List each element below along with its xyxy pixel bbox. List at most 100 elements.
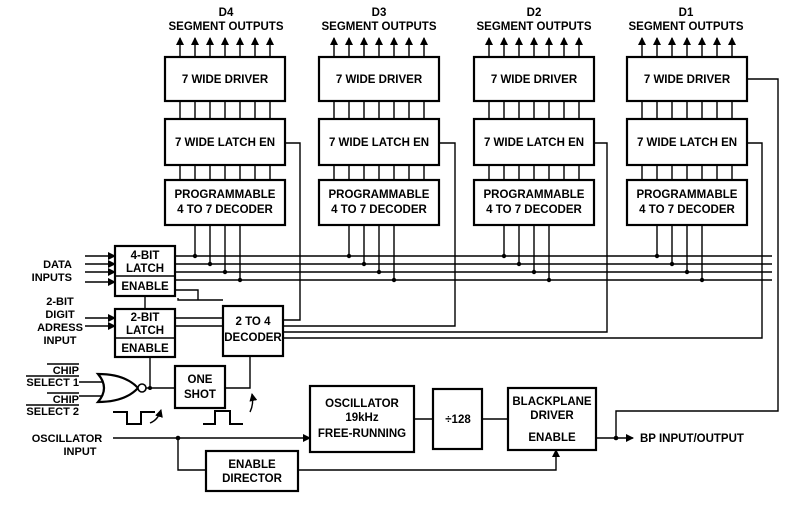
osc-input-label-line1: OSCILLATOR [32, 433, 103, 445]
one-shot-box [173, 364, 227, 410]
enable-director-label-line2: DIRECTOR [222, 473, 283, 485]
enable-director-label-line1: ENABLE [228, 459, 276, 471]
digit-column-d1: D1 SEGMENT OUTPUTS 7 WIDE DRIVER 7 WIDE … [625, 7, 749, 280]
decoder-label-line2: 4 TO 7 DECODER [486, 204, 582, 216]
cs2-label-line1: CHIP [53, 394, 79, 406]
oscillator-box [308, 384, 416, 454]
junction-dot [501, 253, 507, 259]
two-to-four-decoder-box [221, 304, 285, 358]
seven-wide-latch-box [317, 117, 441, 167]
latch-label: 7 WIDE LATCH EN [175, 137, 275, 149]
latch-label: 7 WIDE LATCH EN [329, 137, 429, 149]
decoder-label-line2: 4 TO 7 DECODER [331, 204, 427, 216]
decoder-label-line1: PROGRAMMABLE [484, 189, 585, 201]
latch4-enable-label: ENABLE [121, 281, 169, 293]
osc-input-label-line2: INPUT [64, 446, 97, 458]
data-inputs-label-line2: INPUTS [32, 272, 72, 284]
driver-label: 7 WIDE DRIVER [182, 74, 269, 86]
seven-wide-driver-box [163, 55, 287, 103]
programmable-decoder-box [625, 178, 749, 227]
enable-director: ENABLE DIRECTOR [204, 449, 300, 493]
latch-label: 7 WIDE LATCH EN [484, 137, 584, 149]
driver-label: 7 WIDE DRIVER [644, 74, 731, 86]
driver-label: 7 WIDE DRIVER [336, 74, 423, 86]
cs1-label-line1: CHIP [53, 365, 79, 377]
oscillator-label-line3: FREE-RUNNING [318, 428, 406, 440]
nor-gate [95, 372, 147, 404]
one-shot-label-line2: SHOT [184, 389, 216, 401]
junction-dot [222, 269, 228, 275]
bus-junction-dots [192, 253, 705, 283]
cs1-label-line2: SELECT 1 [26, 377, 79, 389]
digit-label: D3 [372, 7, 387, 19]
cs2-label-line2: SELECT 2 [26, 406, 79, 418]
programmable-decoder-box [472, 178, 596, 227]
segment-outputs-label: SEGMENT OUTPUTS [628, 21, 743, 33]
digit-column-d3: D3 SEGMENT OUTPUTS 7 WIDE DRIVER 7 WIDE … [317, 7, 441, 280]
junction-dot [207, 261, 213, 267]
two-bit-latch-box [113, 307, 177, 359]
junction-dot [148, 386, 152, 390]
segment-output-arrows [330, 37, 428, 57]
divider-block: ÷128 [431, 387, 484, 451]
segment-output-arrows [638, 37, 736, 57]
latch-to-decoder-lines [175, 317, 223, 327]
decoder24-label-line1: 2 TO 4 [236, 316, 272, 328]
junction-dot [516, 261, 522, 267]
data-bus-lines [175, 255, 772, 281]
nor-gate-body [95, 372, 140, 404]
four-bit-latch: 4-BIT LATCH ENABLE [113, 244, 177, 298]
digit-enable-lines [283, 142, 763, 339]
latch-label: 7 WIDE LATCH EN [637, 137, 737, 149]
segment-outputs-label: SEGMENT OUTPUTS [168, 21, 283, 33]
programmable-decoder-box [317, 178, 441, 227]
seven-wide-driver-box [472, 55, 596, 103]
digit-column-d2: D2 SEGMENT OUTPUTS 7 WIDE DRIVER 7 WIDE … [472, 7, 596, 280]
one-shot-label-line1: ONE [188, 374, 213, 386]
backplane-label-line2: DRIVER [530, 410, 574, 422]
junction-dot [376, 269, 382, 275]
seven-wide-latch-box [625, 117, 749, 167]
backplane-enable-label: ENABLE [528, 432, 576, 444]
junction-dot [669, 261, 675, 267]
junction-dot [346, 253, 352, 259]
junction-dot [361, 261, 367, 267]
nor-gate-bubble [137, 383, 147, 393]
backplane-label-line1: BLACKPLANE [512, 396, 592, 408]
positive-pulse-waveform [203, 393, 258, 425]
bp-output-label: BP INPUT/OUTPUT [640, 433, 744, 445]
latch2-label-line1: 2-BIT [131, 312, 160, 324]
data-inputs-label-line1: DATA [43, 259, 72, 271]
seven-wide-driver-box [317, 55, 441, 103]
one-shot: ONE SHOT [173, 364, 227, 410]
decoder-label-line1: PROGRAMMABLE [329, 189, 430, 201]
oscillator-label-line2: 19kHz [345, 412, 378, 424]
segment-outputs-label: SEGMENT OUTPUTS [321, 21, 436, 33]
segment-bus-lines [641, 101, 733, 280]
address-label-line1: 2-BIT [46, 296, 74, 308]
decoder-label-line2: 4 TO 7 DECODER [639, 204, 735, 216]
latch2-enable-label: ENABLE [121, 343, 169, 355]
two-bit-latch: 2-BIT LATCH ENABLE [113, 307, 177, 359]
address-label-line2: DIGIT [45, 309, 75, 321]
decoder-label-line1: PROGRAMMABLE [175, 189, 276, 201]
decoder-label-line1: PROGRAMMABLE [637, 189, 738, 201]
address-label-line3: ADRESS [37, 322, 83, 334]
director-to-backplane-line [298, 449, 560, 471]
backplane-driver-box [506, 386, 598, 452]
digit-column-d4: D4 SEGMENT OUTPUTS 7 WIDE DRIVER 7 WIDE … [163, 7, 287, 280]
divider-label: ÷128 [445, 414, 471, 426]
junction-dot [391, 277, 397, 283]
segment-output-arrows [176, 37, 274, 57]
one-shot-lines [175, 289, 251, 389]
seven-wide-latch-box [472, 117, 596, 167]
decoder-label-line2: 4 TO 7 DECODER [177, 204, 273, 216]
digit-label: D1 [679, 7, 694, 19]
driver-label: 7 WIDE DRIVER [491, 74, 578, 86]
latch4-label-line2: LATCH [126, 263, 164, 275]
segment-bus-lines [488, 101, 580, 280]
negative-pulse-waveform [113, 409, 163, 425]
programmable-decoder-box [163, 178, 287, 227]
address-label-line4: INPUT [44, 335, 77, 347]
